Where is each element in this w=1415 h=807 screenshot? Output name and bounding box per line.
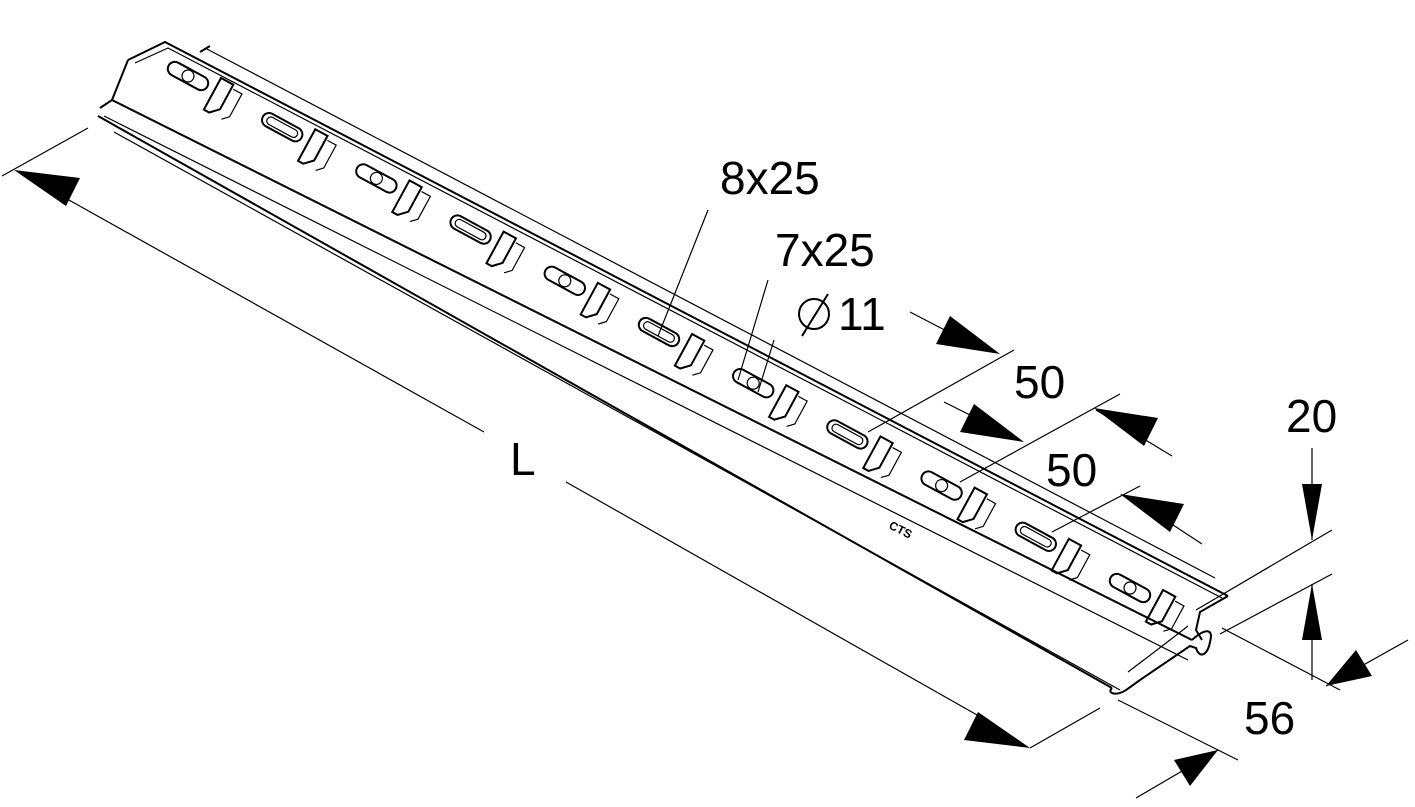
long-slot — [1014, 521, 1091, 581]
height-label: 20 — [1286, 390, 1337, 442]
clip-tab — [485, 230, 518, 268]
clip-tab — [202, 76, 235, 114]
pitch-1-label: 50 — [1014, 356, 1065, 408]
keyhole-slot — [355, 163, 432, 223]
clip-tab — [692, 344, 714, 376]
callout-slots: 8x25 7x25 11 — [657, 152, 886, 393]
diameter-icon — [798, 293, 830, 337]
slot-pattern — [166, 60, 1185, 632]
pitch-2-label: 50 — [1046, 444, 1097, 496]
clip-tab — [221, 88, 243, 120]
length-label: L — [510, 433, 536, 485]
long-slot — [449, 214, 526, 274]
dimension-height: 20 — [1195, 390, 1337, 680]
arrow-up-icon — [1302, 584, 1322, 640]
arrow-down-icon — [1302, 484, 1322, 540]
hole-diameter-label: 11 — [838, 288, 886, 340]
cts-stamp: CTS — [887, 518, 915, 541]
dimension-length: L — [1, 127, 1101, 749]
clip-tab — [598, 293, 620, 325]
arrow-right-icon — [960, 404, 1024, 442]
long-slot — [637, 316, 714, 376]
clip-tab — [1144, 588, 1177, 626]
long-slot — [261, 112, 337, 171]
clip-tab — [1069, 549, 1091, 581]
clip-tab — [974, 498, 997, 530]
clip-tab — [390, 179, 424, 216]
arrow-left-icon — [14, 170, 80, 206]
clip-tab — [296, 127, 329, 165]
slot-7x25-label: 7x25 — [775, 224, 875, 276]
dimension-pitch: 50 50 — [867, 311, 1203, 545]
mounting-rail — [97, 40, 1229, 695]
keyhole-slot — [166, 60, 243, 120]
keyhole-slot — [920, 470, 997, 530]
clip-tab — [579, 281, 612, 319]
clip-tab — [315, 139, 337, 171]
clip-tab — [786, 395, 808, 427]
arrow-right-icon — [1174, 750, 1218, 786]
dimension-width: 56 — [1117, 627, 1409, 799]
arrow-left-icon — [1094, 408, 1158, 446]
slot-8x25-label: 8x25 — [720, 152, 820, 204]
arrow-left-icon — [1326, 650, 1372, 686]
clip-tab — [861, 435, 895, 472]
clip-tab — [409, 191, 432, 223]
width-label: 56 — [1244, 692, 1295, 744]
clip-tab — [956, 486, 989, 524]
clip-tab — [673, 332, 706, 370]
clip-tab — [503, 242, 526, 274]
keyhole-slot — [543, 265, 620, 325]
long-slot — [826, 419, 903, 479]
keyhole-slot — [1108, 572, 1185, 632]
arrow-right-icon — [936, 316, 1000, 354]
clip-tab — [767, 383, 800, 421]
clip-tab — [1163, 600, 1185, 632]
clip-tab — [880, 447, 903, 479]
keyhole-slot — [732, 368, 808, 427]
arrow-right-icon — [964, 712, 1030, 748]
arrow-left-icon — [1120, 494, 1184, 532]
clip-tab — [1050, 537, 1083, 575]
